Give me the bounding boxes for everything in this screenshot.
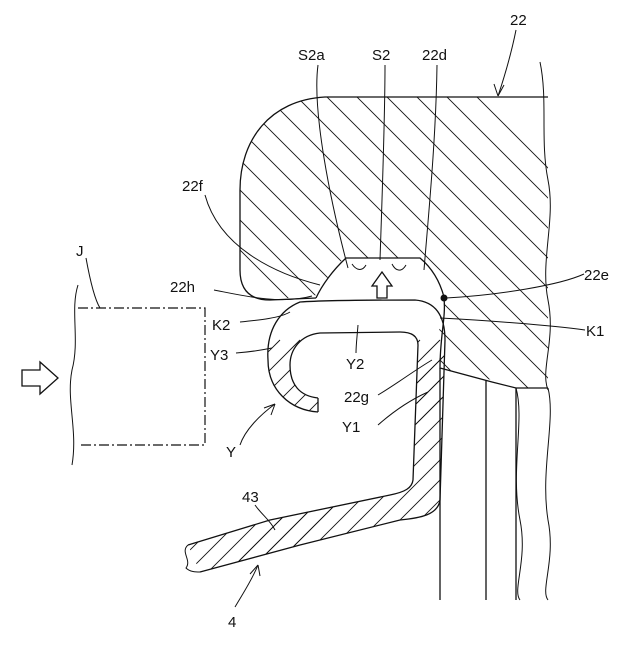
label-y1: Y1 bbox=[342, 419, 360, 436]
leader-lines bbox=[86, 30, 585, 607]
label-22e: 22e bbox=[584, 267, 609, 284]
member-22-inner-wall bbox=[440, 298, 548, 388]
label-y3: Y3 bbox=[210, 347, 228, 364]
label-j: J bbox=[76, 243, 84, 260]
arrow-up-icon bbox=[372, 272, 392, 298]
seal-member-y bbox=[0, 300, 640, 640]
label-22: 22 bbox=[510, 12, 527, 29]
label-s2: S2 bbox=[372, 47, 390, 64]
label-4: 4 bbox=[228, 614, 236, 631]
object-j-break-line bbox=[70, 285, 78, 465]
label-y2: Y2 bbox=[346, 356, 364, 373]
seal-outer-outline bbox=[200, 300, 445, 572]
lower-structure bbox=[440, 368, 550, 600]
reference-labels: 22 S2a S2 22d 22f 22h 22e J K2 K1 Y3 Y2 … bbox=[76, 12, 609, 631]
seal-hatching bbox=[0, 300, 640, 640]
label-22h: 22h bbox=[170, 279, 195, 296]
groove-detail bbox=[352, 264, 406, 270]
member-22-outline bbox=[240, 97, 548, 300]
label-k1: K1 bbox=[586, 323, 604, 340]
object-j bbox=[70, 285, 205, 465]
label-22g: 22g bbox=[344, 389, 369, 406]
arrow-right-icon bbox=[22, 362, 58, 394]
seal-break-line bbox=[185, 545, 200, 572]
label-43: 43 bbox=[242, 489, 259, 506]
label-22d: 22d bbox=[422, 47, 447, 64]
break-line-right bbox=[540, 62, 550, 390]
label-22f: 22f bbox=[182, 178, 204, 195]
label-k2: K2 bbox=[212, 317, 230, 334]
label-y: Y bbox=[226, 444, 236, 461]
label-s2a: S2a bbox=[298, 47, 325, 64]
